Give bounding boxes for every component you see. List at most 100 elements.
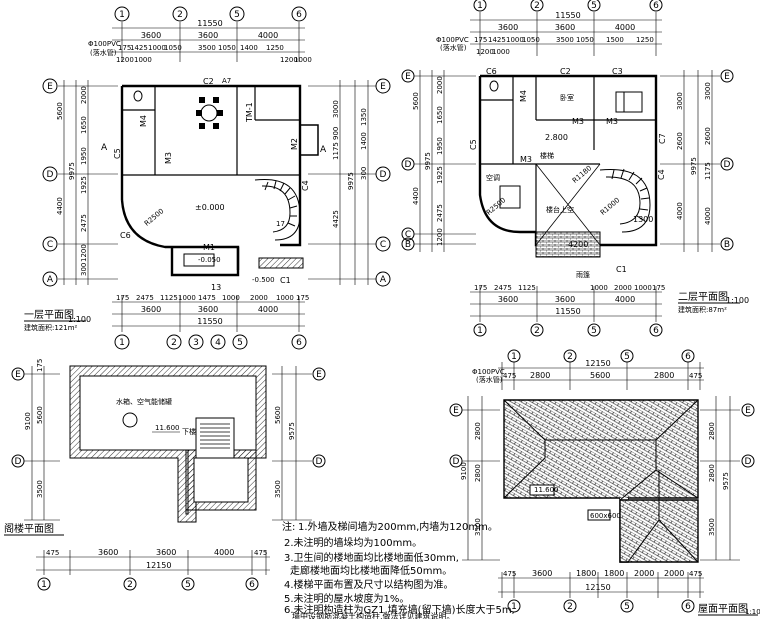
svg-text:2: 2 — [534, 1, 540, 11]
svg-text:1200: 1200 — [80, 244, 88, 262]
svg-text:4: 4 — [215, 338, 221, 348]
svg-text:E: E — [47, 82, 53, 92]
svg-text:3500: 3500 — [708, 518, 716, 536]
svg-text:300: 300 — [360, 167, 368, 180]
svg-text:A: A — [101, 143, 108, 153]
plan-title: 阁楼平面图 — [4, 522, 54, 535]
plan3-bottom-grid-bubbles: 1 2 5 6 — [37, 577, 259, 591]
svg-text:C: C — [380, 240, 386, 250]
svg-text:1050: 1050 — [522, 36, 540, 44]
svg-text:1000: 1000 — [222, 294, 240, 302]
svg-text:D: D — [453, 457, 460, 467]
svg-text:A7: A7 — [222, 77, 231, 85]
svg-text:E: E — [316, 370, 322, 380]
notes-block: 注: 1.外墙及梯间墙为200mm,内墙为120mm。 2.未注明的墙垛均为10… — [282, 520, 515, 619]
svg-text:11550: 11550 — [555, 307, 580, 316]
svg-text:2475: 2475 — [80, 214, 88, 232]
svg-text:A: A — [320, 145, 327, 155]
dim: 1000 — [294, 56, 312, 64]
svg-text:2000: 2000 — [664, 569, 684, 578]
note-line: 墙中设钢筋混凝土构造柱,做法详见建筑说明。 — [292, 611, 455, 619]
dim: 3600 — [198, 31, 218, 40]
svg-text:175: 175 — [296, 294, 309, 302]
svg-text:M3: M3 — [606, 117, 618, 126]
svg-text:3600: 3600 — [555, 295, 575, 304]
svg-text:D: D — [405, 160, 412, 170]
note-line: 6.未注明构造柱为GZ1,填充墙(留下墙)长度大于5m, — [284, 603, 515, 616]
grid-bubble: 5 — [234, 10, 240, 20]
label-pvc: Φ100PVC — [88, 40, 121, 48]
svg-text:4000: 4000 — [615, 23, 635, 32]
svg-text:M3: M3 — [164, 152, 173, 164]
svg-text:水箱、空气能储罐: 水箱、空气能储罐 — [116, 397, 172, 406]
notes-head: 注: — [282, 520, 295, 533]
svg-text:6: 6 — [653, 326, 659, 336]
svg-text:1175: 1175 — [704, 162, 712, 180]
svg-text:3000: 3000 — [704, 82, 712, 100]
svg-text:C7: C7 — [658, 133, 667, 144]
svg-text:C6: C6 — [120, 231, 131, 240]
svg-text:1:100: 1:100 — [726, 296, 749, 305]
svg-text:5: 5 — [185, 580, 191, 590]
svg-text:9975: 9975 — [424, 152, 432, 170]
plan4-bottom-grid-bubbles: 1 2 5 6 — [507, 599, 695, 613]
plan-title: 二层平面图 — [678, 291, 728, 303]
svg-text:1800: 1800 — [604, 569, 624, 578]
svg-text:5600: 5600 — [412, 92, 420, 110]
svg-text:3600: 3600 — [141, 305, 161, 314]
svg-text:C5: C5 — [113, 148, 122, 159]
svg-text:1: 1 — [511, 352, 517, 362]
svg-text:2475: 2475 — [136, 294, 154, 302]
dining-table — [196, 97, 223, 129]
plan2: 1 2 5 6 11550 3600 3600 4000 175 1425 10… — [401, 0, 749, 337]
svg-text:1650: 1650 — [436, 106, 444, 124]
svg-text:3500: 3500 — [274, 480, 282, 498]
svg-text:2800: 2800 — [474, 422, 482, 440]
svg-text:E: E — [380, 82, 386, 92]
svg-text:4400: 4400 — [412, 187, 420, 205]
svg-text:卧室: 卧室 — [560, 93, 574, 102]
svg-text:2800: 2800 — [708, 422, 716, 440]
svg-text:M4: M4 — [139, 115, 148, 127]
plan4-right-grid-bubbles: E D — [741, 403, 755, 468]
svg-text:E: E — [724, 72, 730, 82]
svg-text:C: C — [47, 240, 53, 250]
svg-text:4425: 4425 — [332, 210, 340, 228]
svg-text:Φ100PVC: Φ100PVC — [472, 368, 505, 376]
svg-text:300: 300 — [80, 263, 88, 276]
svg-text:M3: M3 — [572, 117, 584, 126]
plan1-top-grid-bubbles: 1 2 5 6 — [114, 6, 307, 22]
svg-text:1300: 1300 — [633, 215, 653, 224]
plan2-top-grid-bubbles: 1 2 5 6 — [473, 0, 663, 12]
svg-text:1:100: 1:100 — [745, 608, 760, 616]
svg-text:M1: M1 — [203, 243, 215, 252]
svg-text:R1180: R1180 — [571, 164, 594, 185]
svg-text:1125: 1125 — [160, 294, 178, 302]
svg-text:1475: 1475 — [198, 294, 216, 302]
svg-text:3600: 3600 — [532, 569, 552, 578]
svg-text:475: 475 — [503, 570, 516, 578]
note-line: 走廊楼地面均比楼地面降低50mm。 — [290, 564, 452, 577]
dim: 1400 — [240, 44, 258, 52]
svg-text:3600: 3600 — [555, 23, 575, 32]
plan3: E D 9100 175 5600 3500 E D 5600 3500 957… — [4, 359, 326, 591]
svg-text:(落水管): (落水管) — [440, 43, 467, 52]
svg-text:4400: 4400 — [56, 197, 64, 215]
svg-text:R1000: R1000 — [599, 196, 622, 217]
svg-text:3600: 3600 — [98, 548, 118, 557]
dim: 1050 — [218, 44, 236, 52]
svg-text:9575: 9575 — [722, 472, 730, 490]
dim: 1000 — [148, 44, 166, 52]
svg-text:9100: 9100 — [24, 412, 32, 430]
svg-text:9975: 9975 — [347, 172, 355, 190]
svg-text:楼梯: 楼梯 — [540, 151, 554, 160]
svg-text:12150: 12150 — [585, 359, 610, 368]
svg-text:D: D — [15, 457, 22, 467]
svg-text:4200: 4200 — [568, 240, 588, 249]
svg-text:12150: 12150 — [146, 561, 171, 570]
svg-text:1200: 1200 — [436, 228, 444, 246]
svg-text:1: 1 — [119, 338, 125, 348]
svg-text:5: 5 — [624, 352, 630, 362]
svg-text:3600: 3600 — [498, 23, 518, 32]
svg-text:17: 17 — [276, 220, 285, 228]
